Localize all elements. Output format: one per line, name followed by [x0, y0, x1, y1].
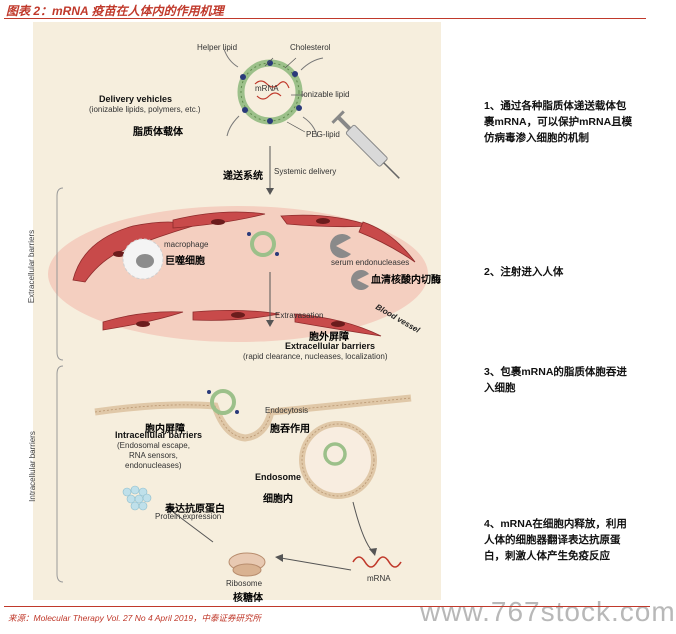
- systemic-delivery-label: Systemic delivery: [274, 167, 337, 176]
- protein-beads: [122, 485, 152, 511]
- ribosome: [228, 552, 266, 577]
- watermark: www.767stock.com: [420, 596, 676, 627]
- serum-nuclease: [330, 234, 369, 290]
- extracellular-barrier-title: Extracellular barriers: [285, 341, 376, 351]
- cell-membrane: [94, 394, 412, 442]
- helper-lipid-label: Helper lipid: [197, 43, 238, 52]
- intracellular-barrier-sub3: endonucleases): [125, 461, 182, 470]
- endosome-cn-label: 细胞内: [263, 494, 293, 505]
- serum-endonucleases-cn-label: 血清核酸内切酶: [371, 275, 441, 286]
- macrophage-cell: [122, 238, 164, 280]
- diagram-panel: Helper lipid Cholesterol mRNA Ionizable …: [27, 22, 441, 604]
- endocytosis-label: Endocytosis: [265, 406, 309, 415]
- diagram-drawing: [48, 48, 428, 583]
- delivery-vehicles-cn: 脂质体载体: [133, 127, 183, 138]
- extravasation-label: Extravasation: [275, 311, 324, 320]
- delivery-vehicles-title: Delivery vehicles: [99, 94, 173, 104]
- cholesterol-label: Cholesterol: [290, 43, 331, 52]
- serum-endonucleases-label: serum endonucleases: [331, 258, 410, 267]
- macrophage-cn-label: 巨噬细胞: [165, 256, 205, 267]
- figure-title: 图表 2：mRNA 疫苗在人体内的作用机理: [6, 4, 224, 18]
- endocytosis-nanoparticle: [207, 389, 239, 415]
- endosome-label: Endosome: [255, 472, 302, 482]
- mrna-strand: [352, 556, 402, 568]
- figure-source: 来源：Molecular Therapy Vol. 27 No 4 April …: [8, 613, 262, 623]
- expression-cn-label: 表达抗原蛋白: [165, 504, 225, 515]
- ribosome-cn-label: 核糖体: [233, 593, 263, 604]
- extracellular-barrier-subtitle: (rapid clearance, nucleases, localizatio…: [243, 352, 388, 361]
- endocytosis-cn-label: 胞吞作用: [270, 424, 310, 435]
- source-divider: [4, 606, 650, 607]
- protein-expression-label: Protein expression: [155, 512, 222, 521]
- mrna-label: mRNA: [255, 84, 279, 93]
- annotation-step-2: 2、注射进入人体: [484, 266, 564, 278]
- annotation-step-4: 4、mRNA在细胞内释放，利用人体的细胞器翻译表达抗原蛋白，刺激人体产生免疫反应: [484, 518, 627, 562]
- extracellular-barrier-cn: 胞外屏障: [309, 332, 349, 343]
- intracellular-barrier-title: Intracellular barriers: [115, 430, 203, 440]
- intracellular-side-label: Intracellular barriers: [27, 431, 37, 502]
- ionizable-lipid-label: Ionizable lipid: [301, 90, 350, 99]
- title-divider: [4, 18, 646, 19]
- mrna-strand-label: mRNA: [367, 574, 391, 583]
- extracellular-side-label: Extracellular barriers: [27, 229, 37, 304]
- peg-lipid-label: PEG-lipid: [306, 130, 340, 139]
- macrophage-label: macrophage: [164, 240, 209, 249]
- intracellular-barrier-sub2: RNA sensors,: [129, 451, 178, 460]
- intracellular-barrier-cn: 胞内屏障: [145, 424, 185, 435]
- syringe-icon: [331, 110, 400, 179]
- systemic-delivery-cn: 递送系统: [223, 171, 263, 182]
- annotation-step-1: 1、通过各种脂质体递送载体包裹mRNA，可以保护mRNA且模仿病毒渗入细胞的机制: [484, 100, 633, 144]
- vessel-nanoparticle: [247, 231, 279, 257]
- delivery-vehicles-subtitle: (ionizable lipids, polymers, etc.): [89, 105, 201, 114]
- ribosome-label: Ribosome: [226, 579, 263, 588]
- endosome: [299, 421, 377, 499]
- annotation-step-3: 3、包裹mRNA的脂质体胞吞进入细胞: [484, 366, 627, 394]
- lipid-nanoparticle: [223, 48, 324, 138]
- intracellular-barrier-sub1: (Endosomal escape,: [117, 441, 190, 450]
